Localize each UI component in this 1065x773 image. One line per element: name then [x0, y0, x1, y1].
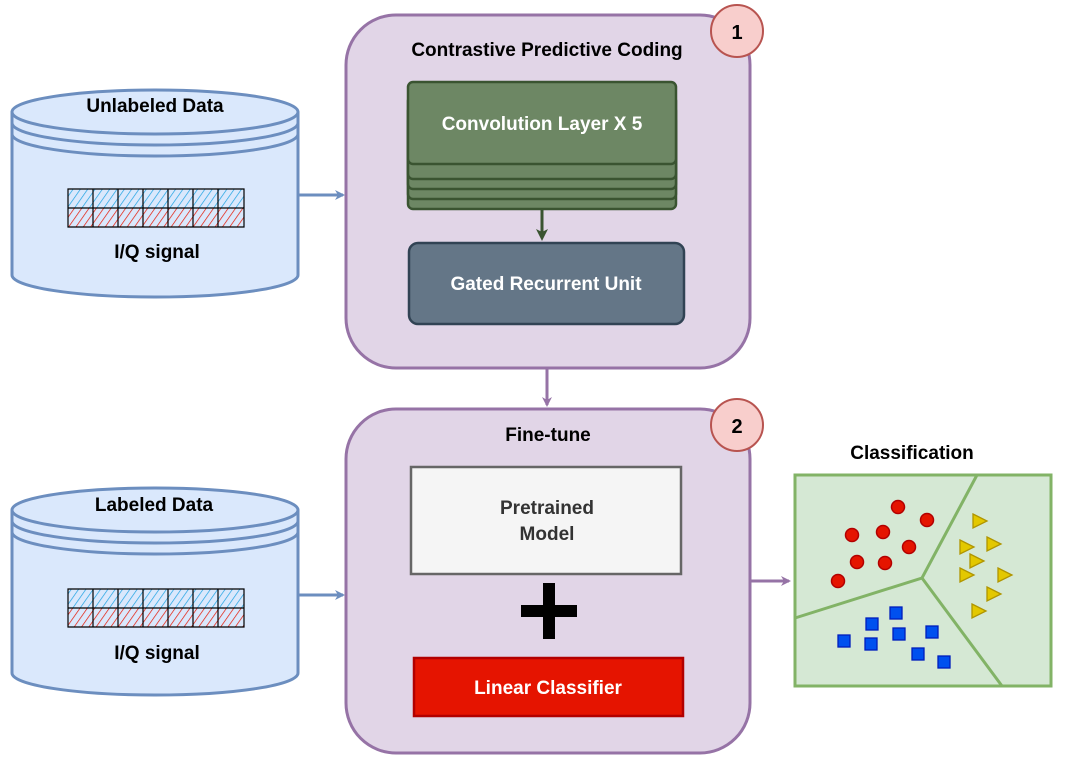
pretrained-line2: Model: [520, 524, 575, 545]
decision-boundaries: [794, 474, 1004, 687]
conv-layer-label: Convolution Layer X 5: [442, 114, 643, 135]
class-square-points: [837, 606, 951, 669]
pretrained-line1: Pretrained: [500, 498, 594, 519]
class-circle-points: [830, 499, 935, 589]
gru-block: Gated Recurrent Unit: [407, 241, 686, 326]
unlabeled-data-store: Unlabeled Data I/Q signal: [10, 88, 300, 299]
classification-title: Classification: [850, 443, 974, 464]
plus-icon: [521, 583, 577, 639]
iq-signal-grid-unlabeled: [67, 188, 245, 228]
linear-classifier-label: Linear Classifier: [474, 678, 622, 699]
class-triangle-points: [959, 512, 1014, 620]
svg-text:2: 2: [731, 416, 742, 438]
stage2-badge: 2: [710, 398, 764, 452]
cpc-title: Contrastive Predictive Coding: [411, 40, 682, 61]
unlabeled-data-title: Unlabeled Data: [86, 96, 224, 117]
stage1-badge: 1: [710, 4, 764, 58]
labeled-data-store: Labeled Data I/Q signal: [10, 486, 300, 697]
labeled-signal-label: I/Q signal: [114, 643, 200, 664]
pretrained-model-block: Pretrained Model: [409, 465, 683, 576]
unlabeled-signal-label: I/Q signal: [114, 242, 200, 263]
gru-label: Gated Recurrent Unit: [450, 274, 642, 295]
classification-panel: Classification: [793, 443, 1053, 688]
finetune-stage: Fine-tune 2 Pretrained Model Linear Clas…: [344, 398, 764, 755]
finetune-title: Fine-tune: [505, 425, 591, 446]
convolution-layer-stack: Convolution Layer X 5: [406, 80, 678, 211]
iq-signal-grid-labeled: [67, 588, 245, 628]
svg-text:1: 1: [731, 22, 742, 44]
cpc-stage: Contrastive Predictive Coding 1 Convolut…: [344, 4, 764, 370]
linear-classifier-block: Linear Classifier: [412, 656, 685, 718]
labeled-data-title: Labeled Data: [95, 495, 214, 516]
